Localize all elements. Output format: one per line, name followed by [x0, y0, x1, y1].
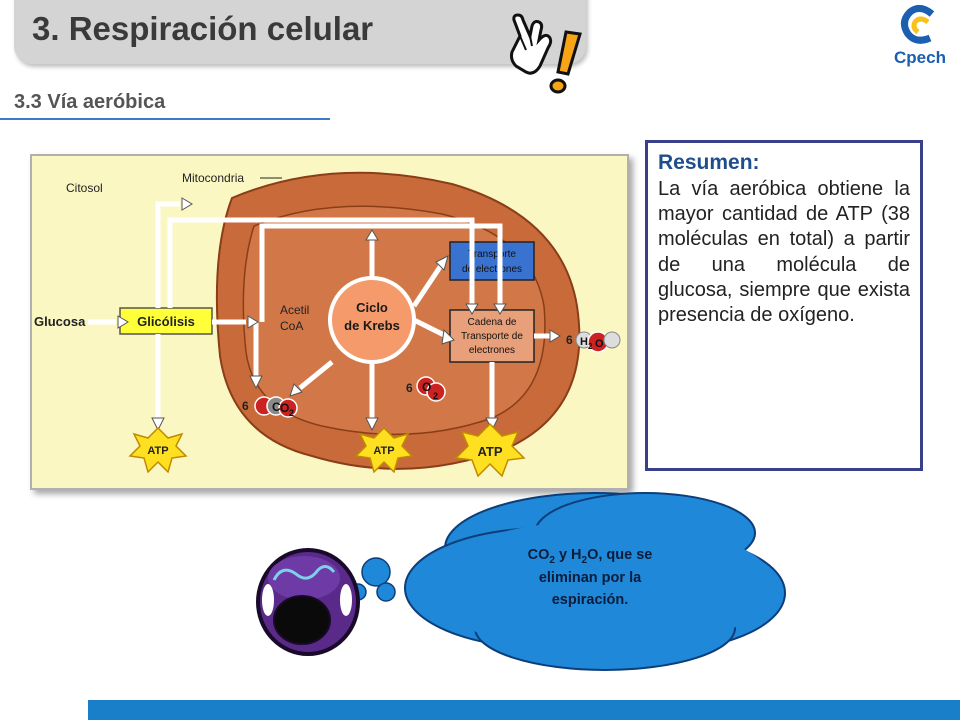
thought-sub2b: 2 [581, 554, 588, 566]
coa-label: CoA [280, 319, 303, 333]
co2-molecule: 6 C O 2 [242, 396, 298, 418]
svg-text:C: C [272, 400, 281, 414]
o2-molecule: 6 O 2 [406, 376, 446, 402]
arrowheads [117, 197, 561, 432]
svg-text:ATP: ATP [147, 445, 168, 457]
svg-text:2: 2 [289, 408, 294, 418]
resumen-body: La vía aeróbica obtiene la mayor cantida… [658, 178, 910, 326]
pointing-hand-alert-icon [510, 13, 582, 94]
cpech-logo: Cpech [884, 4, 956, 68]
cpech-logo-icon [901, 5, 935, 44]
citosol-label: Citosol [66, 181, 103, 195]
svg-text:O: O [595, 338, 604, 350]
svg-text:6: 6 [566, 333, 573, 347]
thought-rest2: eliminan por la [538, 569, 642, 586]
glicolisis-label: Glicólisis [137, 314, 195, 329]
cadena-label-3: electrones [469, 345, 515, 356]
cadena-label-2: Transporte de [461, 331, 523, 342]
thought-sub2: 2 [549, 554, 555, 566]
thought-yh: y H [554, 547, 582, 563]
transporte-box [449, 241, 535, 281]
svg-text:2: 2 [433, 391, 438, 401]
glucosa-label: Glucosa [34, 314, 86, 329]
atp-star-2: ATP [354, 426, 414, 474]
atp-star-3: ATP [454, 422, 526, 478]
cellular-respiration-diagram: Ciclo de Krebs Citosol Mitocondria Gluco… [30, 154, 629, 490]
h2o-molecule: 6 H 2 O [566, 331, 621, 353]
svg-text:ATP: ATP [477, 444, 502, 459]
atp-star-1: ATP [128, 426, 188, 474]
svg-text:O: O [422, 380, 431, 394]
flow-arrows [88, 201, 552, 418]
glicolisis-box [119, 307, 213, 335]
svg-text:6: 6 [406, 381, 413, 395]
acetil-label: Acetil [280, 303, 309, 317]
krebs-label-2: de Krebs [344, 318, 400, 333]
footer-bar [88, 700, 960, 720]
transporte-label-2: de electrones [462, 264, 522, 275]
mitocondria-label: Mitocondria [182, 171, 244, 185]
transporte-label-1: Transporte [468, 249, 516, 260]
resumen-title: Resumen: [658, 151, 760, 174]
svg-text:O: O [280, 401, 289, 415]
thought-text: CO2 y H2O, que se eliminan por la espira… [485, 545, 695, 611]
thought-rest1: O, que se [587, 547, 653, 563]
page-title: 3. Respiración celular [32, 10, 374, 47]
section-subtitle: 3.3 Vía aeróbica [14, 91, 166, 113]
cell-character-icon [256, 548, 360, 656]
resumen-box: Resumen: La vía aeróbica obtiene la mayo… [645, 140, 923, 471]
svg-text:H: H [580, 336, 588, 348]
title-bar [14, 0, 586, 64]
cadena-label-1: Cadena de [468, 317, 517, 328]
subtitle-underline [0, 118, 330, 120]
thought-rest3: espiración. [551, 591, 629, 608]
svg-text:ATP: ATP [373, 445, 394, 457]
logo-text: Cpech [894, 48, 946, 67]
svg-text:2: 2 [588, 342, 593, 351]
thought-co: CO [527, 547, 550, 563]
svg-text:6: 6 [242, 399, 249, 413]
thought-cloud [404, 492, 786, 671]
krebs-label-1: Ciclo [356, 300, 388, 315]
diagram-canvas: Ciclo de Krebs Citosol Mitocondria Gluco… [34, 171, 621, 478]
